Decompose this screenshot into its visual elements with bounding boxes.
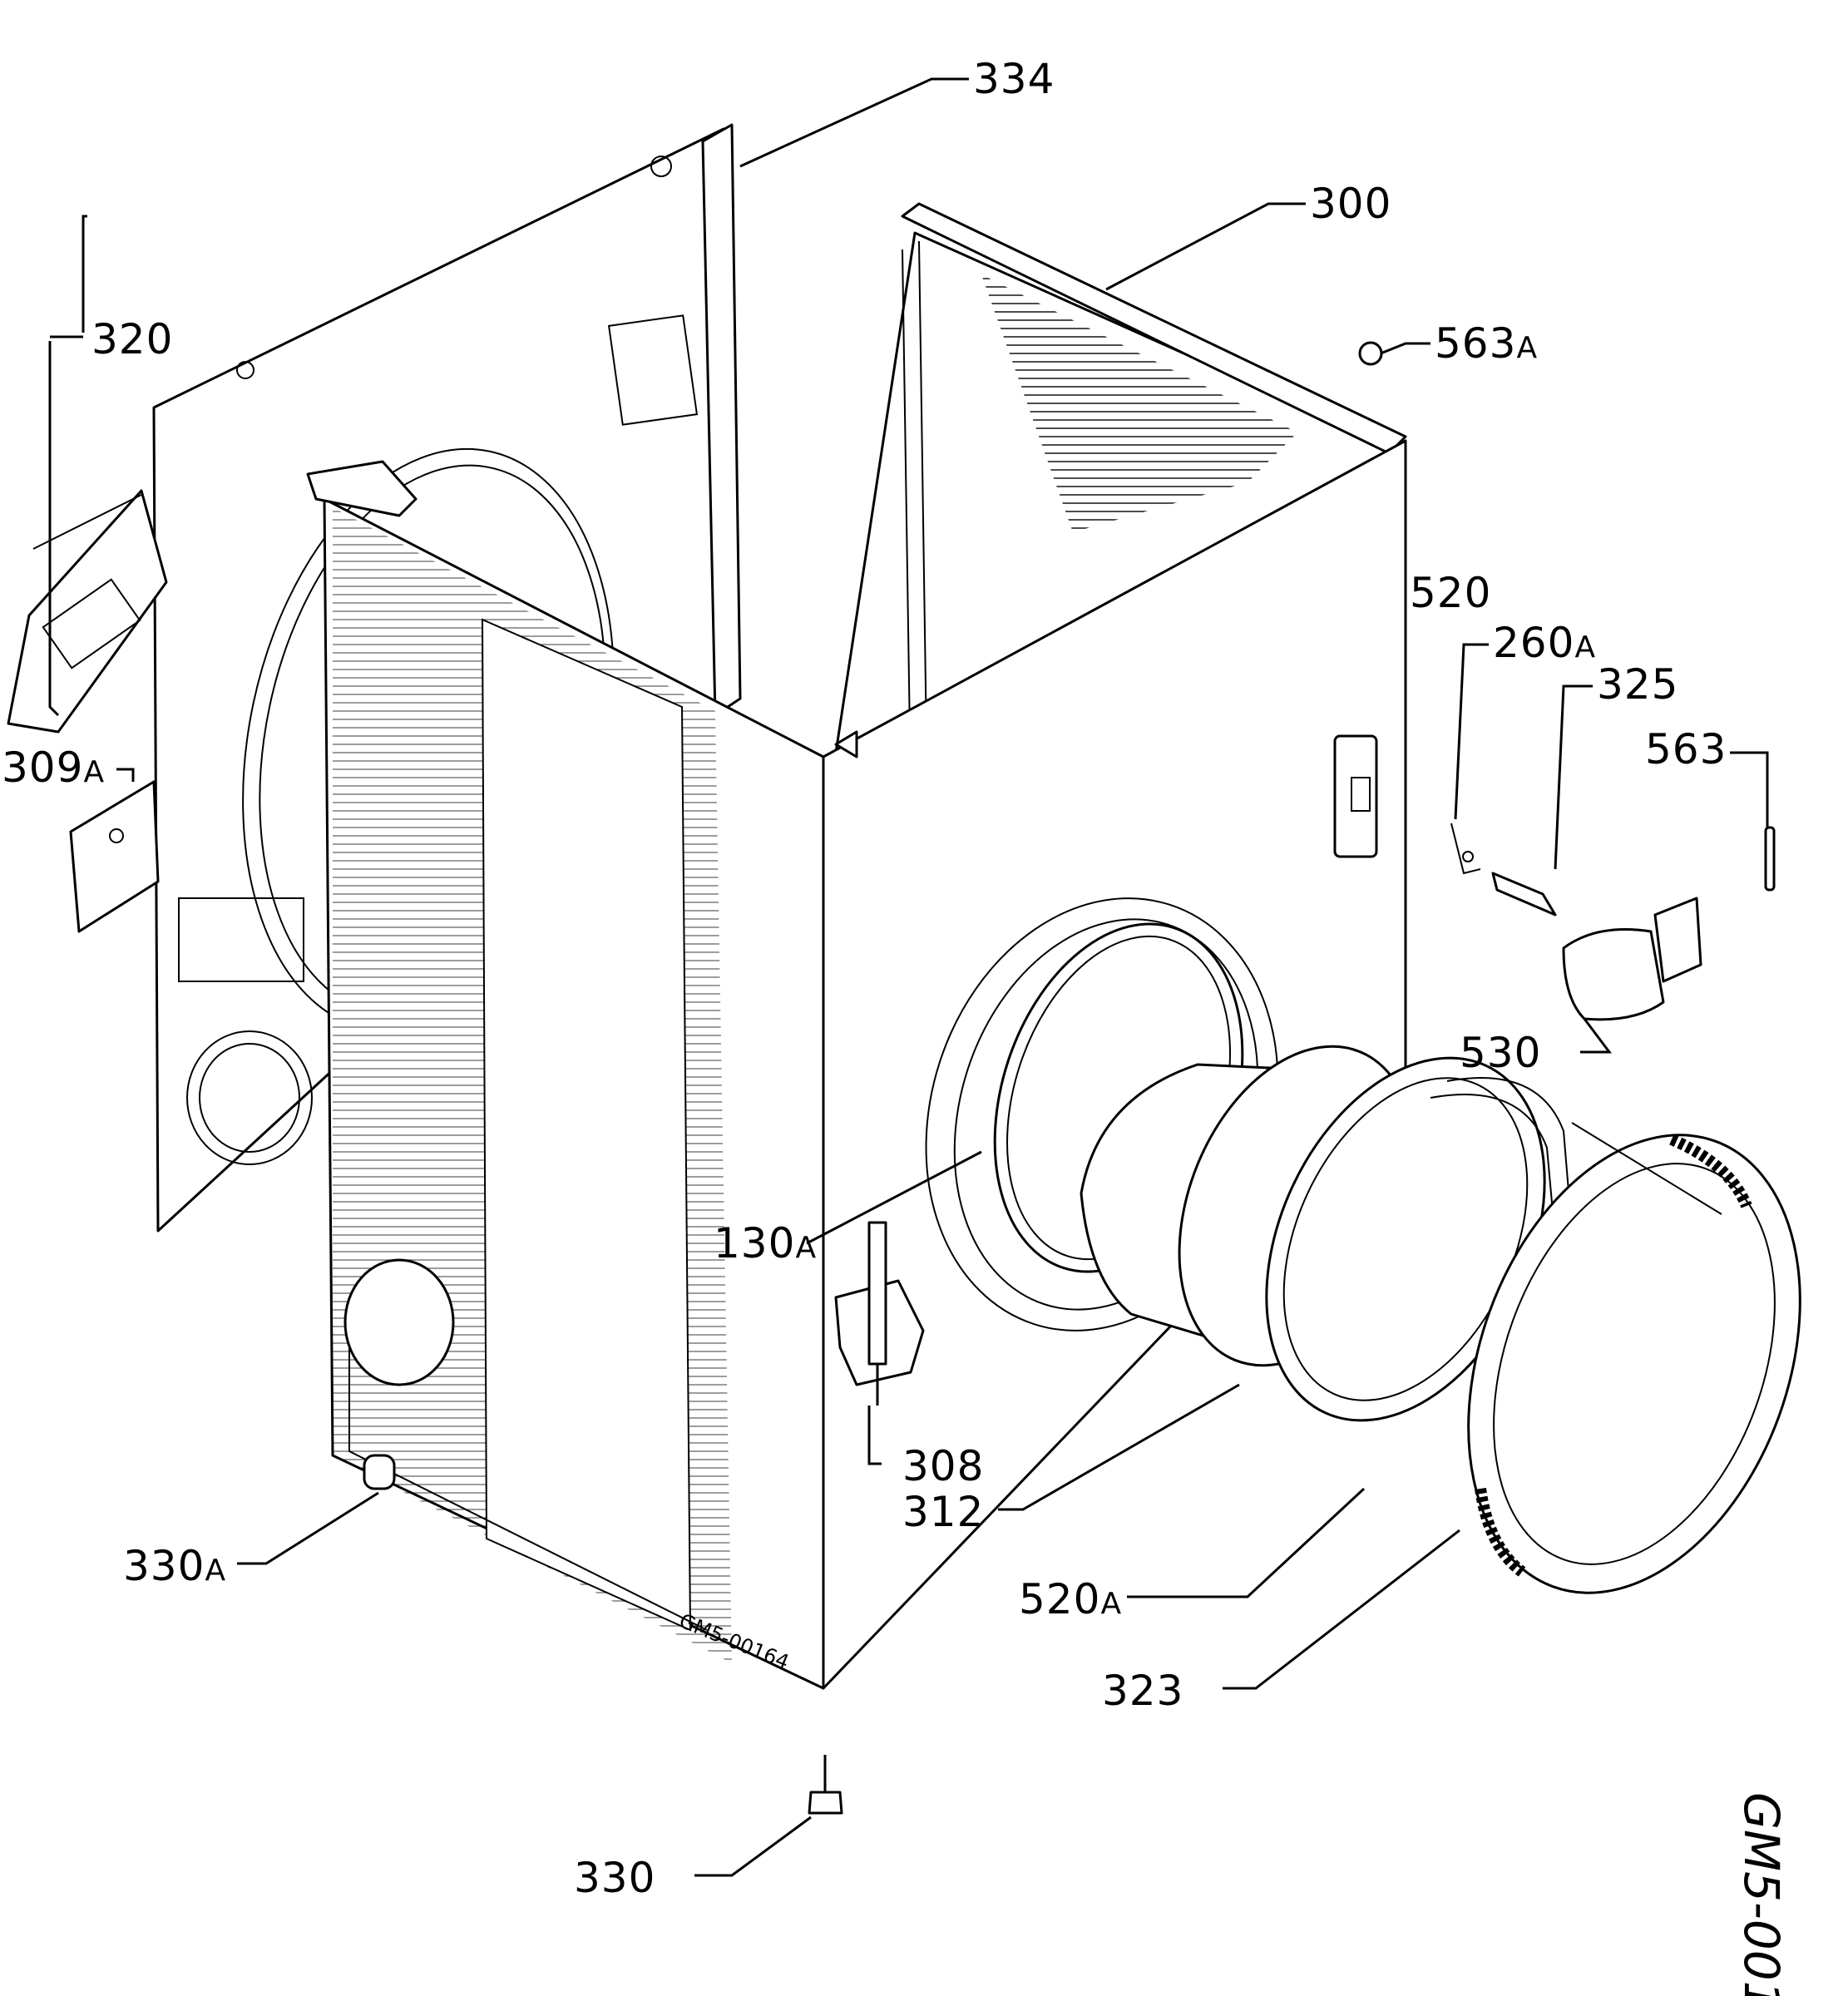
- lock-spring-part: [1450, 823, 1481, 875]
- label-320: 320: [91, 315, 173, 363]
- label-563: 563: [1645, 725, 1727, 773]
- label-563a: 563A: [1435, 319, 1538, 368]
- door-lock-part: [1333, 734, 1378, 858]
- pump-latch-part: [834, 1221, 925, 1406]
- door-frame-part: [1467, 1122, 1801, 1594]
- pin-part: [1764, 826, 1776, 892]
- label-323: 323: [1102, 1667, 1183, 1715]
- foot-cap-part: [363, 1454, 396, 1490]
- label-330a: 330A: [123, 1542, 226, 1590]
- leader-lines: [48, 77, 1769, 1877]
- label-334: 334: [973, 55, 1055, 103]
- label-530: 530: [1460, 1029, 1541, 1077]
- label-330: 330: [574, 1854, 655, 1902]
- mounting-plate-part: [69, 780, 160, 933]
- clip-part: [1358, 341, 1383, 366]
- label-520: 520: [1410, 569, 1491, 617]
- label-130a: 130A: [714, 1219, 817, 1267]
- lever-part: [1491, 872, 1557, 916]
- label-309a: 309A: [2, 744, 105, 792]
- adjustable-foot-part: [808, 1755, 843, 1815]
- door-handle-part: [1562, 897, 1702, 1021]
- label-308: 308: [902, 1442, 984, 1490]
- label-300: 300: [1310, 180, 1391, 228]
- label-312: 312: [902, 1488, 984, 1536]
- label-325: 325: [1597, 660, 1678, 709]
- label-260a: 260A: [1493, 619, 1596, 667]
- rear-bracket-part: [7, 489, 168, 734]
- hinge-strip-part: [1430, 1077, 1573, 1240]
- figure-code: GM5-001: [1733, 1792, 1790, 1996]
- label-520a: 520A: [1019, 1575, 1122, 1623]
